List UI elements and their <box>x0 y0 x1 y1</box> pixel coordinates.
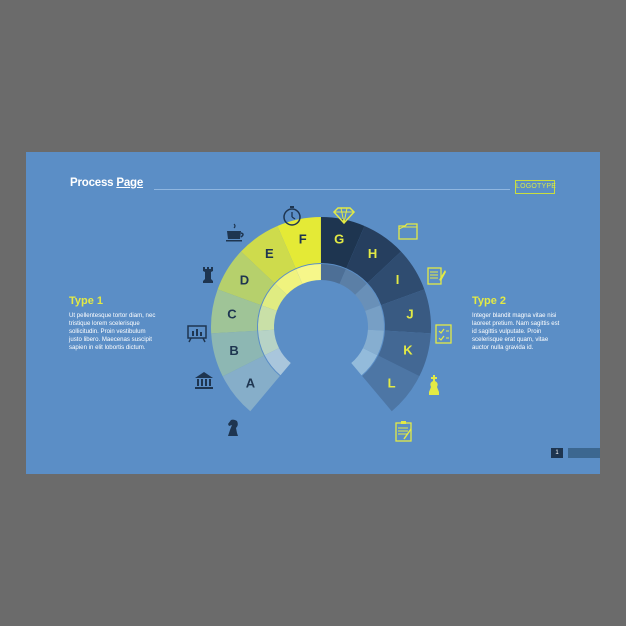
segment-label: F <box>299 231 307 246</box>
bank-icon <box>195 372 213 389</box>
title-divider <box>154 189 510 190</box>
inner-ring-segment <box>320 264 346 284</box>
type1-body: Ut pellentesque tortor diam, nec tristiq… <box>69 312 181 352</box>
type1-line: justo libero. Maecenas suscipit <box>69 336 152 343</box>
segment-j <box>381 289 431 334</box>
segment-label: E <box>265 246 274 261</box>
chess-knight-icon <box>228 419 238 436</box>
inner-ring-segment <box>275 269 303 295</box>
segment-e <box>240 226 296 284</box>
segment-d <box>217 251 275 306</box>
type2-line: laoreet pretium. Nam sagittis est <box>472 320 560 327</box>
segment-k <box>378 330 431 377</box>
type1-line: sollicitudin. Proin vestibulum <box>69 328 146 335</box>
segment-label: C <box>227 306 237 321</box>
title-page: Page <box>116 177 144 189</box>
folder-icon <box>398 223 418 240</box>
segment-f <box>277 217 321 269</box>
inner-ring-segment <box>258 329 280 356</box>
page-number: 1 <box>551 448 563 458</box>
segment-l <box>362 355 420 412</box>
segment-c <box>211 289 261 334</box>
title-process: Process <box>70 177 114 189</box>
type2-line: id sagittis vulputate. Proin <box>472 328 542 335</box>
chess-king-icon <box>429 375 439 395</box>
type2-line: scelerisque erat quam, vitae <box>472 336 549 343</box>
inner-ring-segment <box>355 283 381 311</box>
inner-ring-segment <box>365 305 385 331</box>
inner-ring-segment <box>339 269 367 295</box>
coffee-cup-icon <box>226 223 244 242</box>
segment-label: I <box>396 272 400 287</box>
segment-h <box>346 225 401 284</box>
segment-label: D <box>240 272 249 287</box>
segment-a <box>222 355 280 412</box>
diamond-icon <box>332 207 356 225</box>
type2-line: Integer blandit magna vitae nisi <box>472 312 557 319</box>
type1-line: Ut pellentesque tortor diam, nec <box>69 312 156 319</box>
segment-label: L <box>388 375 396 390</box>
type1-title: Type 1 <box>69 295 104 307</box>
segment-label: J <box>406 306 413 321</box>
segment-label: K <box>403 343 413 358</box>
stopwatch-icon <box>283 206 301 226</box>
process-wheel-diagram: A B C D E F G H I J K L <box>187 206 452 442</box>
chess-rook-icon <box>203 267 213 283</box>
clipboard-icon <box>395 421 412 442</box>
inner-ring-segment <box>351 348 378 376</box>
type2-body: Integer blandit magna vitae nisi laoreet… <box>472 312 584 352</box>
document-check-icon <box>435 324 452 344</box>
segment-label: A <box>246 375 256 390</box>
inner-ring-segment <box>261 283 287 311</box>
presentation-icon <box>187 325 207 343</box>
logotype-badge: LOGOTYPE <box>515 180 556 194</box>
segment-label: B <box>229 343 238 358</box>
segment-label: G <box>334 231 344 246</box>
slide: Process Page LOGOTYPE Type 1 Ut pellente… <box>26 152 600 474</box>
inner-ring-segment <box>296 264 321 284</box>
segment-g <box>320 217 365 269</box>
type2-title: Type 2 <box>472 295 507 307</box>
page-footer-bar <box>568 448 600 458</box>
type1-line: tristique lorem scelerisque <box>69 320 140 327</box>
segment-b <box>211 330 264 377</box>
inner-ring-segment <box>264 348 291 376</box>
segment-i <box>367 251 425 306</box>
page-title: Process Page <box>70 177 143 189</box>
document-pen-icon <box>427 267 446 285</box>
segment-label: H <box>368 246 377 261</box>
inner-ring-segment <box>363 329 384 356</box>
inner-ring-segment <box>258 305 277 331</box>
type1-line: sapien in elit lobortis dictum. <box>69 344 146 351</box>
type2-line: auctor nulla gravida id. <box>472 344 534 351</box>
